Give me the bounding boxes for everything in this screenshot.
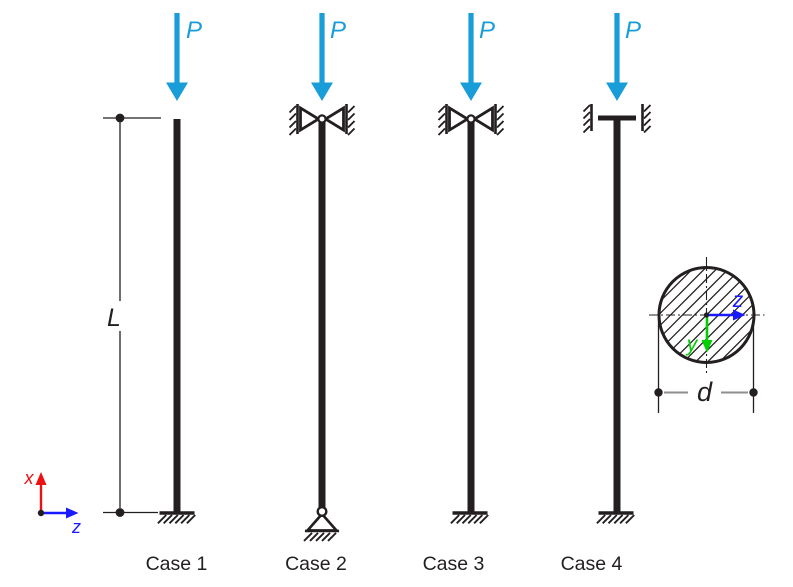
section-y-axis-arrow bbox=[701, 315, 713, 353]
diameter-dimension: d bbox=[654, 377, 758, 407]
section-z-axis-arrow bbox=[707, 309, 746, 321]
force-arrow-case-3 bbox=[460, 13, 482, 101]
force-label-case-1: P bbox=[186, 17, 202, 44]
section-center-dot bbox=[703, 312, 710, 318]
coordinate-axes: x z bbox=[24, 468, 82, 537]
column-case-2 bbox=[318, 119, 326, 508]
column-case-1 bbox=[173, 119, 181, 514]
section-circle-outline bbox=[657, 266, 756, 364]
force-arrow-case-4 bbox=[606, 13, 628, 101]
fixed-support-case-1 bbox=[156, 511, 197, 525]
force-label-case-3: P bbox=[479, 17, 495, 44]
case-1: P bbox=[156, 13, 202, 525]
section-z-axis-label: z bbox=[732, 289, 744, 312]
section-y-axis-label: y bbox=[685, 333, 699, 356]
case-4: P bbox=[584, 13, 651, 525]
z-axis-label: z bbox=[71, 517, 81, 537]
length-dimension: L bbox=[103, 113, 161, 517]
length-label: L bbox=[107, 304, 121, 332]
case-4-label: Case 4 bbox=[561, 553, 623, 575]
z-axis-arrow bbox=[41, 507, 79, 519]
origin-dot bbox=[37, 509, 45, 517]
fixed-support-case-4 bbox=[595, 511, 636, 525]
pinned-support-case-2-bottom bbox=[302, 505, 341, 543]
case-3-label: Case 3 bbox=[423, 553, 485, 575]
force-label-case-2: P bbox=[330, 17, 346, 44]
case-2: P bbox=[288, 13, 356, 543]
case-3: P bbox=[437, 13, 505, 525]
fixed-support-case-3 bbox=[449, 511, 490, 525]
x-axis-arrow bbox=[35, 472, 47, 513]
force-arrow-case-2 bbox=[311, 13, 333, 101]
force-label-case-4: P bbox=[625, 17, 641, 44]
column-case-3 bbox=[467, 119, 475, 514]
column-case-4 bbox=[613, 118, 621, 514]
x-axis-label: x bbox=[24, 468, 35, 488]
force-arrow-case-1 bbox=[166, 13, 188, 101]
diameter-label: d bbox=[697, 377, 713, 407]
cross-section: z y d bbox=[649, 257, 765, 413]
case-2-label: Case 2 bbox=[285, 553, 347, 575]
case-1-label: Case 1 bbox=[146, 553, 208, 575]
